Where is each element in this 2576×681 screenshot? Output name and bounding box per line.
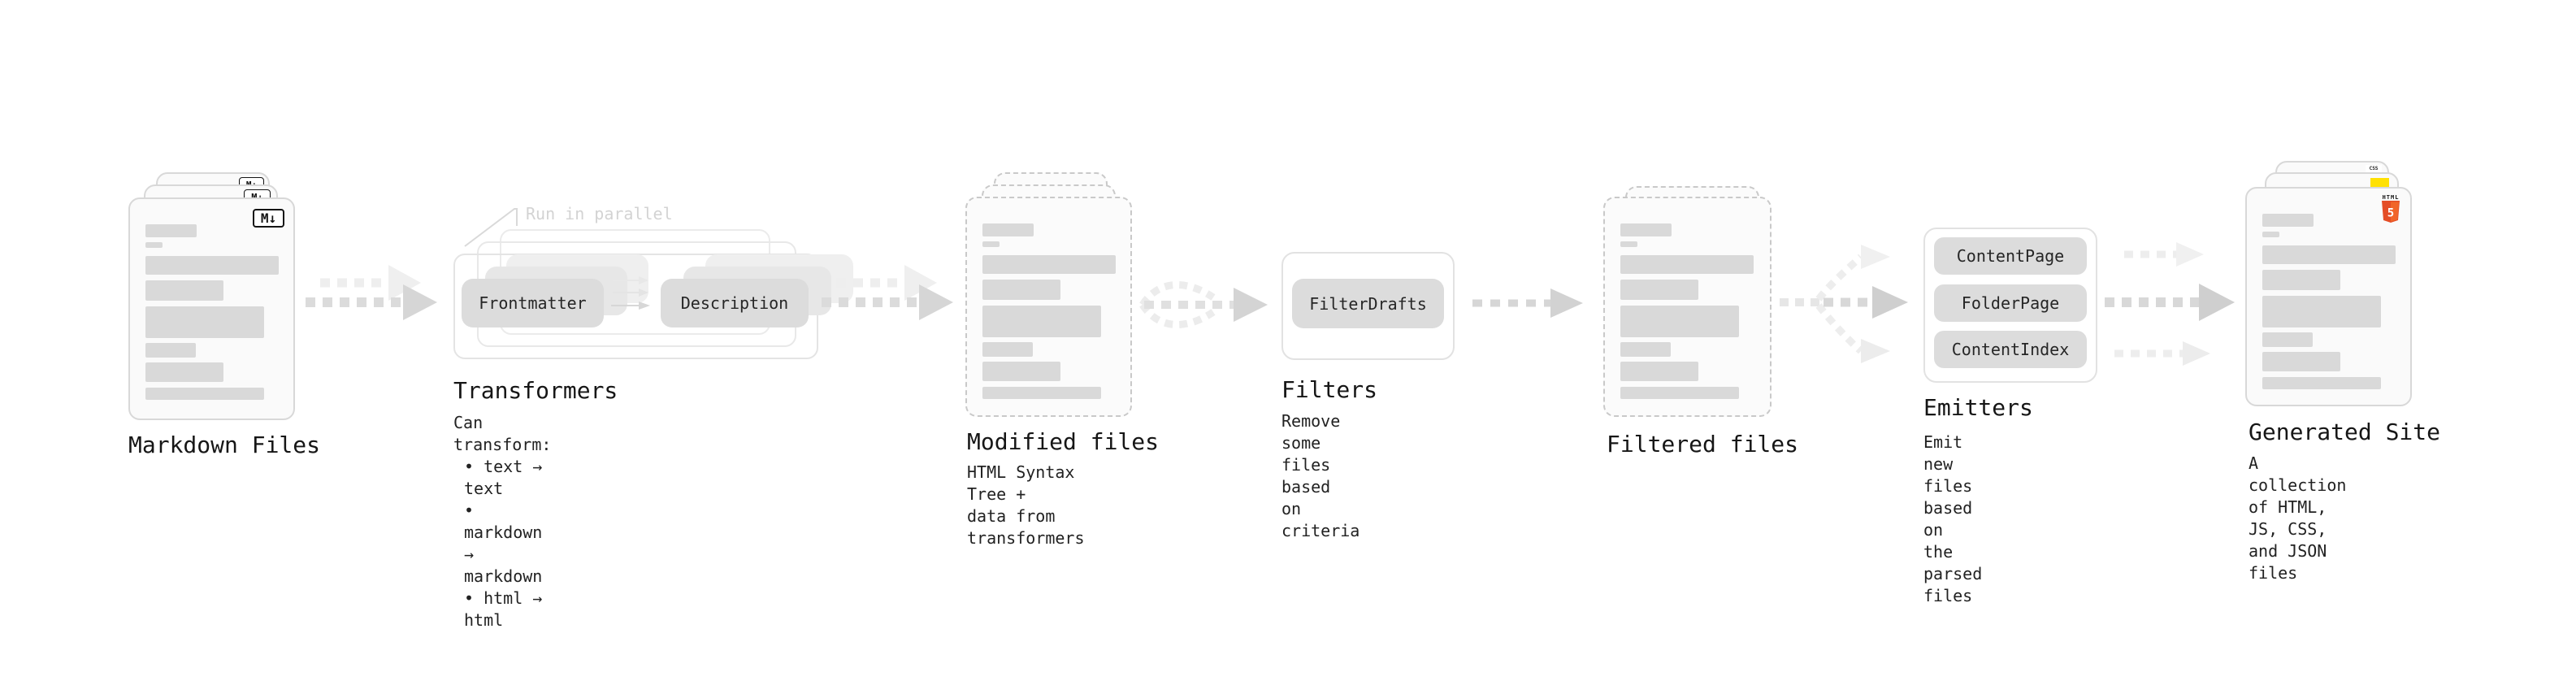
transformer-chip-frontmatter: Frontmatter: [462, 279, 604, 327]
skeleton-line: [1620, 223, 1672, 236]
modified-file-card-front: [965, 197, 1132, 417]
skeleton-line: [1620, 306, 1739, 337]
flow-arrow-emitters-to-site: [2105, 242, 2235, 366]
skeleton-line: [1620, 255, 1754, 274]
flow-arrow-filters-to-filtered: [1472, 288, 1583, 318]
skeleton-line: [1620, 387, 1739, 399]
filtered-file-card-front: [1603, 197, 1772, 417]
html5-icon: HTML 5: [2380, 194, 2401, 226]
modified-files-description: HTML Syntax Tree + data from transformer…: [967, 462, 1085, 548]
skeleton-line: [145, 388, 264, 400]
html5-icon-word: HTML: [2382, 194, 2400, 201]
flow-arrow-files-to-transformers: [306, 265, 437, 320]
skeleton-line: [2262, 270, 2340, 290]
html5-icon-shield: 5: [2382, 201, 2400, 223]
skeleton-line: [982, 362, 1060, 381]
emitter-chip-folderpage: FolderPage: [1934, 284, 2087, 322]
filters-description: Remove some files based on criteria: [1281, 411, 1360, 540]
skeleton-line: [1620, 241, 1637, 247]
skeleton-line: [2262, 296, 2381, 327]
stage-label-markdown-files: Markdown Files: [128, 432, 321, 458]
bullet-item: • html → html: [464, 588, 543, 630]
flow-arrow-merge-to-filters: [1139, 280, 1268, 329]
transformer-chip-description: Description: [661, 279, 809, 327]
skeleton-line: [982, 306, 1101, 337]
generated-site-description: A collection of HTML, JS, CSS, and JSON …: [2249, 453, 2347, 583]
skeleton-line: [145, 256, 279, 275]
filter-chip-filterdrafts: FilterDrafts: [1292, 279, 1444, 328]
transformers-description: Can transform: • text → text • markdown …: [453, 412, 551, 631]
emitter-chip-contentindex: ContentIndex: [1934, 331, 2087, 368]
skeleton-line: [145, 242, 163, 248]
stage-label-filtered-files: Filtered files: [1607, 431, 1799, 458]
flow-arrow-diverge-to-emitters: [1780, 245, 1908, 363]
js-icon: [2370, 178, 2389, 189]
flow-arrow-transformers-to-modified: [822, 265, 953, 320]
bullet-item: • markdown → markdown: [464, 501, 543, 586]
bullet-item: • text → text: [464, 457, 543, 498]
skeleton-line: [1620, 280, 1698, 300]
skeleton-line: [145, 306, 264, 338]
emitters-description: Emit new files based on the parsed files: [1923, 432, 1983, 605]
parallel-mini-arrows: [611, 276, 650, 310]
stage-label-filters: Filters: [1281, 376, 1378, 403]
stage-label-modified-files: Modified files: [967, 428, 1160, 455]
skeleton-line: [1620, 362, 1698, 381]
skeleton-line: [145, 343, 196, 358]
skeleton-line: [982, 223, 1034, 236]
emitter-chip-contentpage: ContentPage: [1934, 237, 2087, 275]
run-in-parallel-label: Run in parallel: [526, 204, 673, 223]
skeleton-line: [982, 387, 1101, 399]
skeleton-line: [2262, 232, 2279, 237]
skeleton-line: [982, 342, 1033, 357]
svg-text:5: 5: [2387, 207, 2394, 220]
skeleton-line: [982, 280, 1060, 300]
skeleton-line: [2262, 377, 2381, 389]
skeleton-line: [982, 255, 1116, 274]
skeleton-line: [2262, 332, 2313, 347]
site-file-card-html: HTML 5: [2245, 187, 2412, 406]
skeleton-line: [145, 362, 223, 382]
skeleton-line: [982, 241, 1000, 247]
desc-heading: Can transform:: [453, 413, 552, 454]
skeleton-line: [145, 224, 197, 237]
markdown-icon: M↓: [253, 209, 284, 228]
stage-label-emitters: Emitters: [1923, 394, 2033, 421]
skeleton-line: [2262, 214, 2314, 227]
skeleton-line: [1620, 342, 1671, 357]
markdown-file-card-front: M↓: [128, 197, 295, 420]
callout-line: [464, 208, 518, 247]
stage-label-generated-site: Generated Site: [2249, 419, 2441, 445]
skeleton-line: [145, 280, 223, 301]
skeleton-line: [2262, 352, 2340, 371]
skeleton-line: [2262, 245, 2396, 264]
stage-label-transformers: Transformers: [453, 377, 618, 404]
